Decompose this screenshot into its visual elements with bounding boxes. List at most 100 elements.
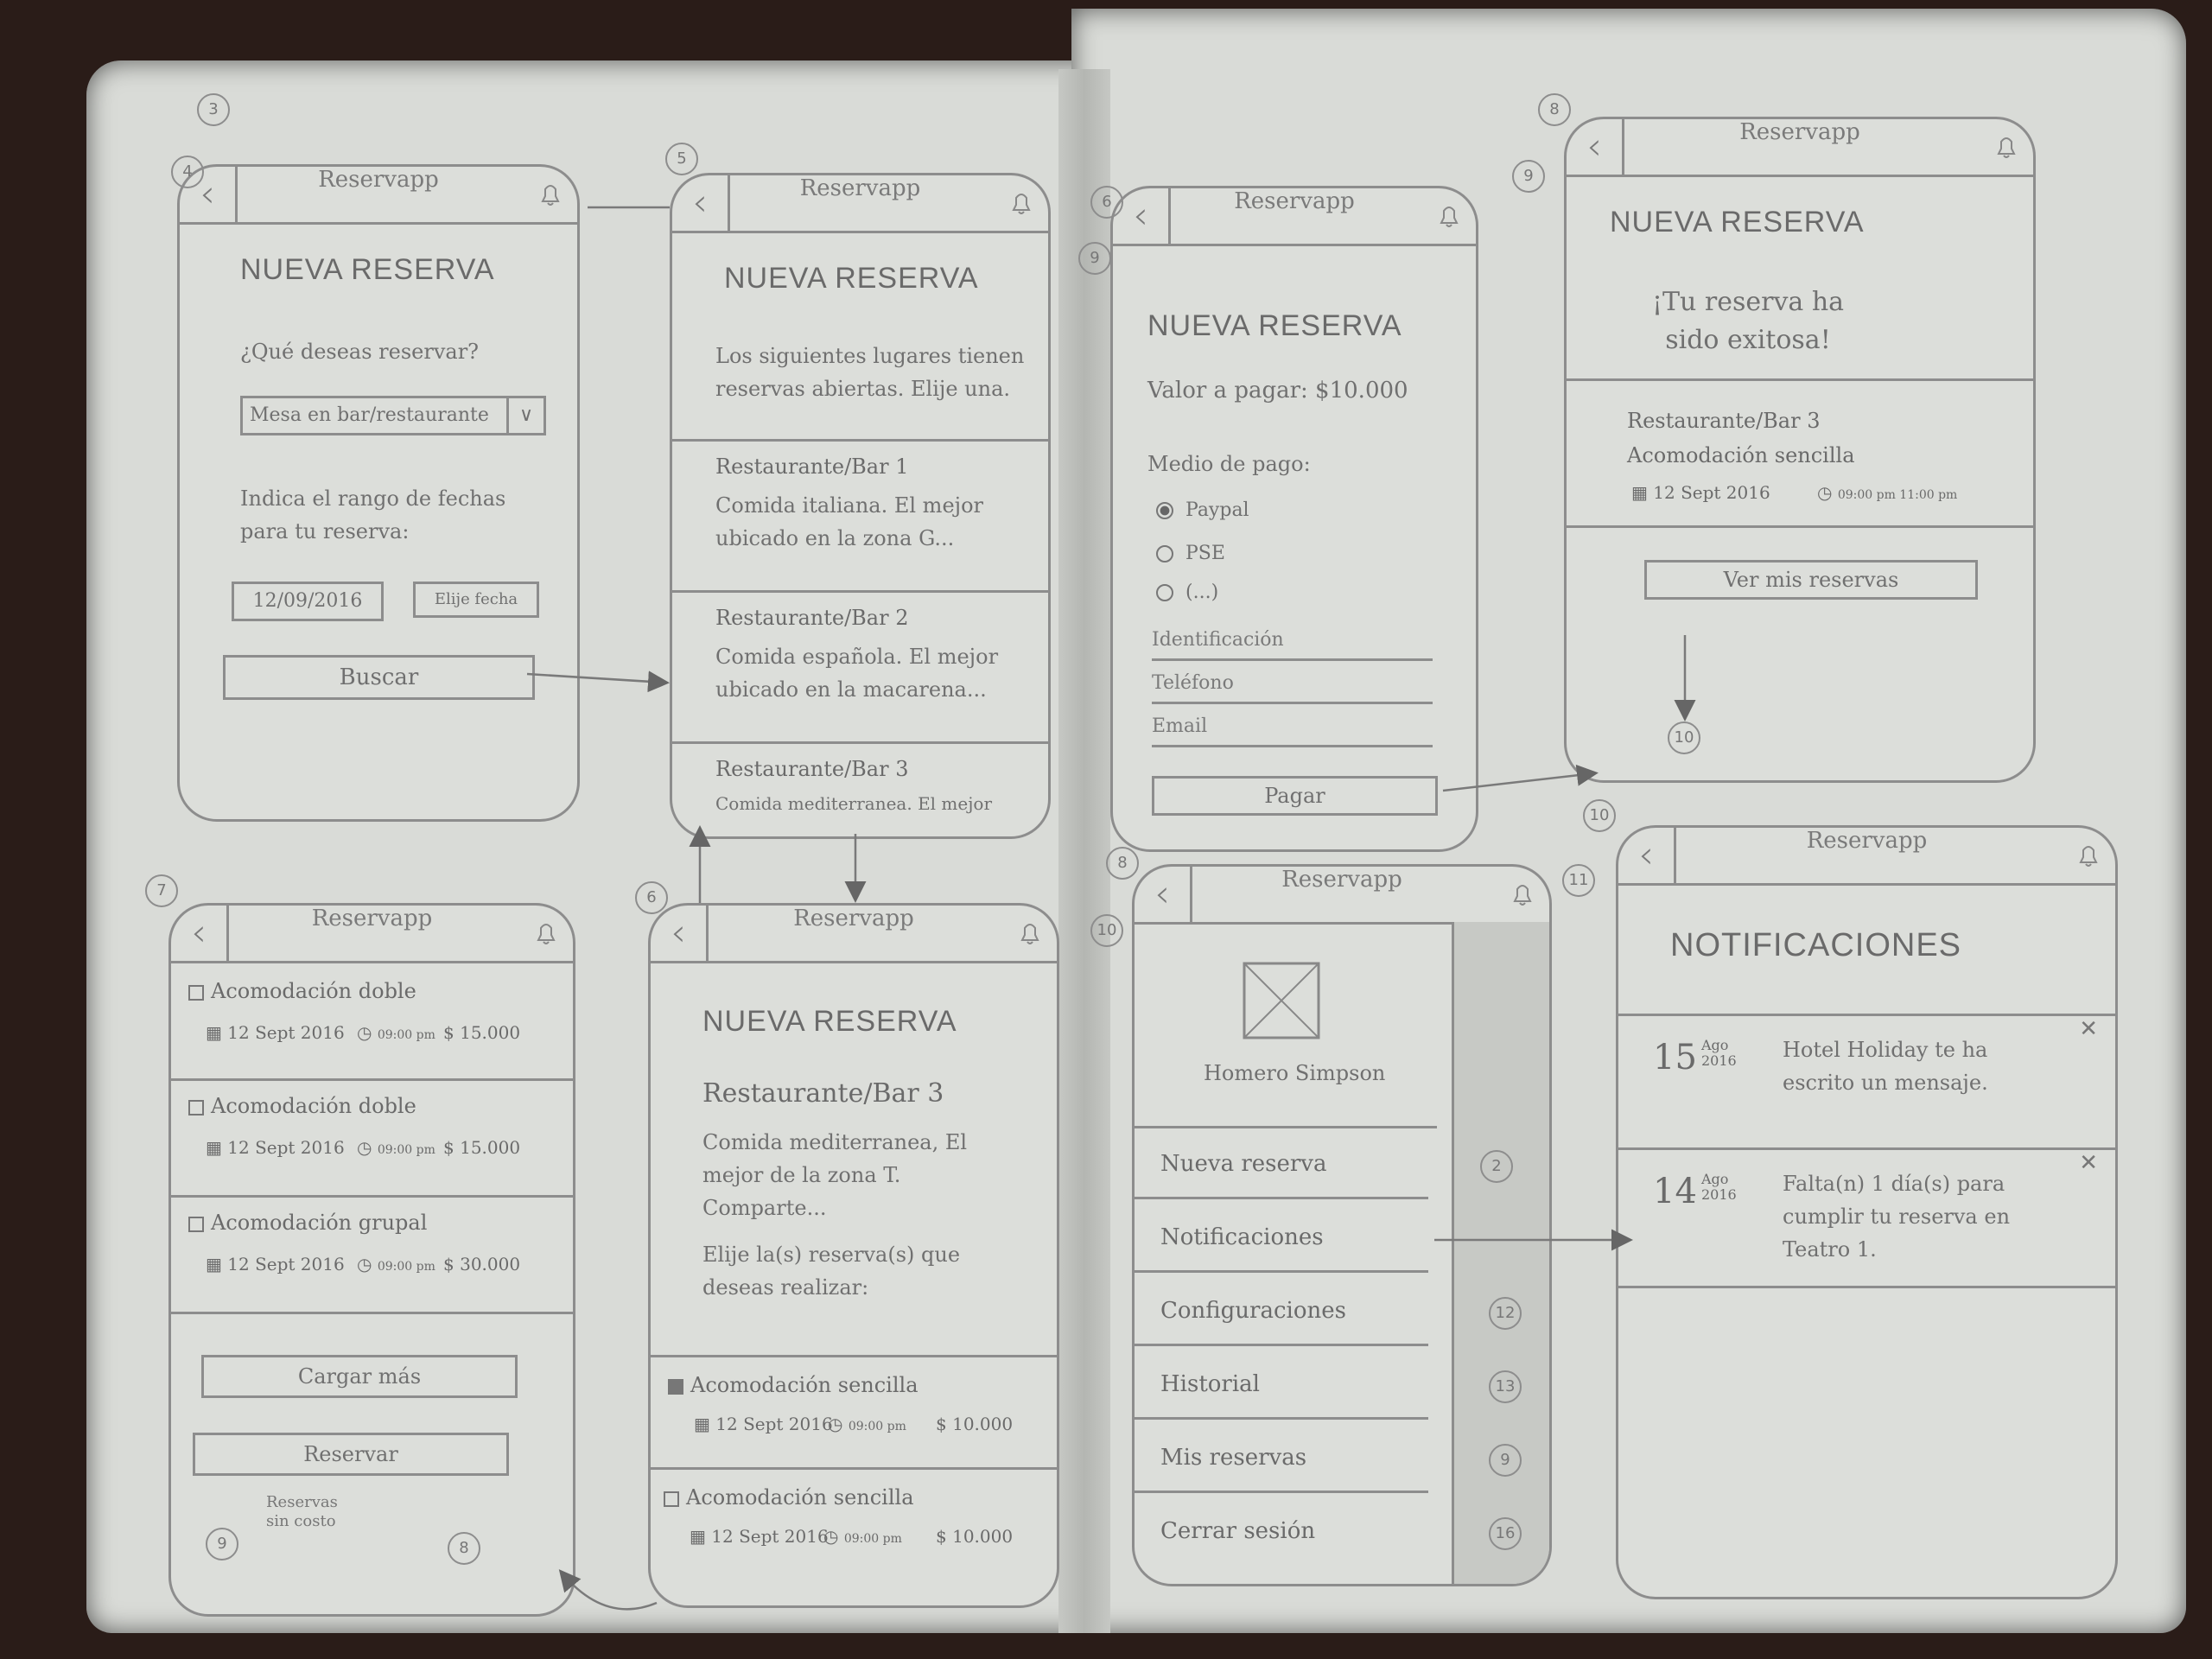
view-bookings-button[interactable]: Ver mis reservas <box>1644 560 1978 600</box>
payment-method-label: Medio de pago: <box>1147 452 1311 476</box>
divider <box>1618 1014 2115 1016</box>
clock-icon: ◷ <box>357 1254 378 1274</box>
checkbox[interactable] <box>188 1216 204 1232</box>
bell-icon[interactable] <box>536 179 565 208</box>
radio-other[interactable]: (...) <box>1156 582 1218 603</box>
date-day: 14 <box>1653 1172 1697 1211</box>
page-title: NUEVA RESERVA <box>724 262 979 295</box>
room-name: Acomodación doble <box>188 1094 416 1118</box>
divider <box>651 1467 1057 1470</box>
content-overlay[interactable] <box>1452 922 1549 1584</box>
clock-icon: ◷ <box>1817 482 1838 503</box>
bell-icon[interactable] <box>1007 188 1036 217</box>
app-header: ‹ Reservapp <box>651 906 1057 963</box>
list-item[interactable]: Acomodación doble ▦ 12 Sept 2016 ◷ 09:00… <box>171 1081 573 1193</box>
radio-paypal[interactable]: Paypal <box>1156 499 1249 521</box>
list-item[interactable]: Acomodación sencilla ▦ 12 Sept 2016 ◷ 09… <box>651 1357 1057 1465</box>
email-field[interactable]: Email <box>1152 715 1433 747</box>
menu-item-logout[interactable]: Cerrar sesión <box>1160 1518 1316 1544</box>
flow-marker: 9 <box>1078 242 1111 275</box>
app-title: Reservapp <box>1234 188 1355 214</box>
search-button[interactable]: Buscar <box>223 655 535 700</box>
app-header: ‹ Reservapp <box>180 167 577 225</box>
room-name: Acomodación sencilla <box>668 1373 918 1397</box>
place-name: Restaurante/Bar 3 <box>715 757 909 781</box>
user-name: Homero Simpson <box>1204 1061 1386 1085</box>
free-booking-note: Reservas sin costo <box>266 1493 338 1530</box>
pick-date-button[interactable]: Elije fecha <box>413 582 539 618</box>
divider <box>672 741 1048 744</box>
screen-side-menu: ‹ Reservapp Homero Simpson Nueva reserva… <box>1132 864 1552 1586</box>
price-icon: $ <box>443 1022 461 1043</box>
room-date: ▦ 12 Sept 2016 <box>206 1254 345 1274</box>
menu-item-settings[interactable]: Configuraciones <box>1135 1275 1428 1346</box>
flow-marker: 3 <box>197 93 230 126</box>
calendar-icon: ▦ <box>206 1254 228 1274</box>
success-message: ¡Tu reserva ha sido exitosa! <box>1651 287 1845 355</box>
category-select[interactable]: Mesa en bar/restaurante ∨ <box>240 396 546 435</box>
list-item[interactable]: Acomodación grupal ▦ 12 Sept 2016 ◷ 09:0… <box>171 1198 573 1310</box>
checkbox[interactable] <box>188 1099 204 1116</box>
divider <box>171 1312 573 1314</box>
reserve-button[interactable]: Reservar <box>193 1433 509 1476</box>
menu-item-my-bookings[interactable]: Mis reservas <box>1135 1422 1428 1493</box>
chevron-down-icon: ∨ <box>506 398 543 433</box>
flow-marker: 10 <box>1090 914 1123 947</box>
back-icon[interactable]: ‹ <box>672 175 730 231</box>
calendar-icon: ▦ <box>690 1526 712 1547</box>
checkbox-checked[interactable] <box>668 1378 683 1395</box>
back-icon[interactable]: ‹ <box>1567 119 1624 175</box>
divider <box>171 1195 573 1198</box>
divider <box>672 590 1048 593</box>
checkbox[interactable] <box>188 984 204 1001</box>
list-item[interactable]: Acomodación doble ▦ 12 Sept 2016 ◷ 09:00… <box>171 966 573 1078</box>
calendar-icon: ▦ <box>694 1414 716 1434</box>
app-title: Reservapp <box>311 906 433 931</box>
back-icon[interactable]: ‹ <box>651 906 709 961</box>
date-month: Ago <box>1701 1171 1729 1187</box>
back-icon[interactable]: ‹ <box>1618 828 1676 883</box>
pay-button[interactable]: Pagar <box>1152 776 1438 816</box>
avatar-placeholder-icon <box>1243 962 1320 1039</box>
menu-item-new-booking[interactable]: Nueva reserva <box>1135 1128 1428 1199</box>
bell-icon[interactable] <box>2074 840 2103 869</box>
room-price: $ 30.000 <box>443 1254 521 1274</box>
radio-pse[interactable]: PSE <box>1156 543 1225 564</box>
bell-icon[interactable] <box>1015 918 1045 947</box>
screen-booking-success: ‹ Reservapp NUEVA RESERVA ¡Tu reserva ha… <box>1564 117 2036 783</box>
question-label: ¿Qué deseas reservar? <box>240 340 480 364</box>
back-icon[interactable]: ‹ <box>1113 188 1171 244</box>
back-icon[interactable]: ‹ <box>1135 867 1192 922</box>
load-more-button[interactable]: Cargar más <box>201 1355 518 1398</box>
date-month: Ago <box>1701 1037 1729 1053</box>
clock-icon: ◷ <box>828 1414 849 1434</box>
bell-icon[interactable] <box>1434 200 1464 230</box>
list-item[interactable]: Acomodación sencilla ▦ 12 Sept 2016 ◷ 09… <box>651 1470 1057 1578</box>
back-icon[interactable]: ‹ <box>180 167 238 222</box>
menu-item-notifications[interactable]: Notificaciones <box>1135 1202 1428 1273</box>
date-input[interactable]: 12/09/2016 <box>232 582 384 621</box>
app-header: ‹ Reservapp <box>1113 188 1476 246</box>
bell-icon[interactable] <box>1508 879 1537 908</box>
back-icon[interactable]: ‹ <box>171 906 229 961</box>
room-price: $ 10.000 <box>936 1414 1014 1434</box>
list-item[interactable]: Restaurante/Bar 1 Comida italiana. El me… <box>672 442 1048 588</box>
phone-field[interactable]: Teléfono <box>1152 672 1433 704</box>
clock-icon: ◷ <box>357 1022 378 1043</box>
list-item[interactable]: Restaurante/Bar 3 Comida mediterranea. E… <box>672 744 1048 830</box>
checkbox[interactable] <box>664 1491 679 1507</box>
room-date: ▦ 12 Sept 2016 <box>690 1526 829 1547</box>
bell-icon[interactable] <box>531 918 561 947</box>
close-icon[interactable]: ✕ <box>2079 1150 2098 1176</box>
place-description: Comida mediterranea, El mejor de la zona… <box>702 1130 968 1220</box>
bell-icon[interactable] <box>1992 131 2021 161</box>
close-icon[interactable]: ✕ <box>2079 1016 2098 1042</box>
list-item[interactable]: Restaurante/Bar 2 Comida española. El me… <box>672 593 1048 740</box>
room-type: Acomodación sencilla <box>1627 443 1855 467</box>
choose-label: Elije la(s) reserva(s) que deseas realiz… <box>702 1243 961 1300</box>
flow-marker: 4 <box>171 156 204 188</box>
menu-item-history[interactable]: Historial <box>1135 1349 1428 1420</box>
id-field[interactable]: Identificación <box>1152 629 1433 661</box>
